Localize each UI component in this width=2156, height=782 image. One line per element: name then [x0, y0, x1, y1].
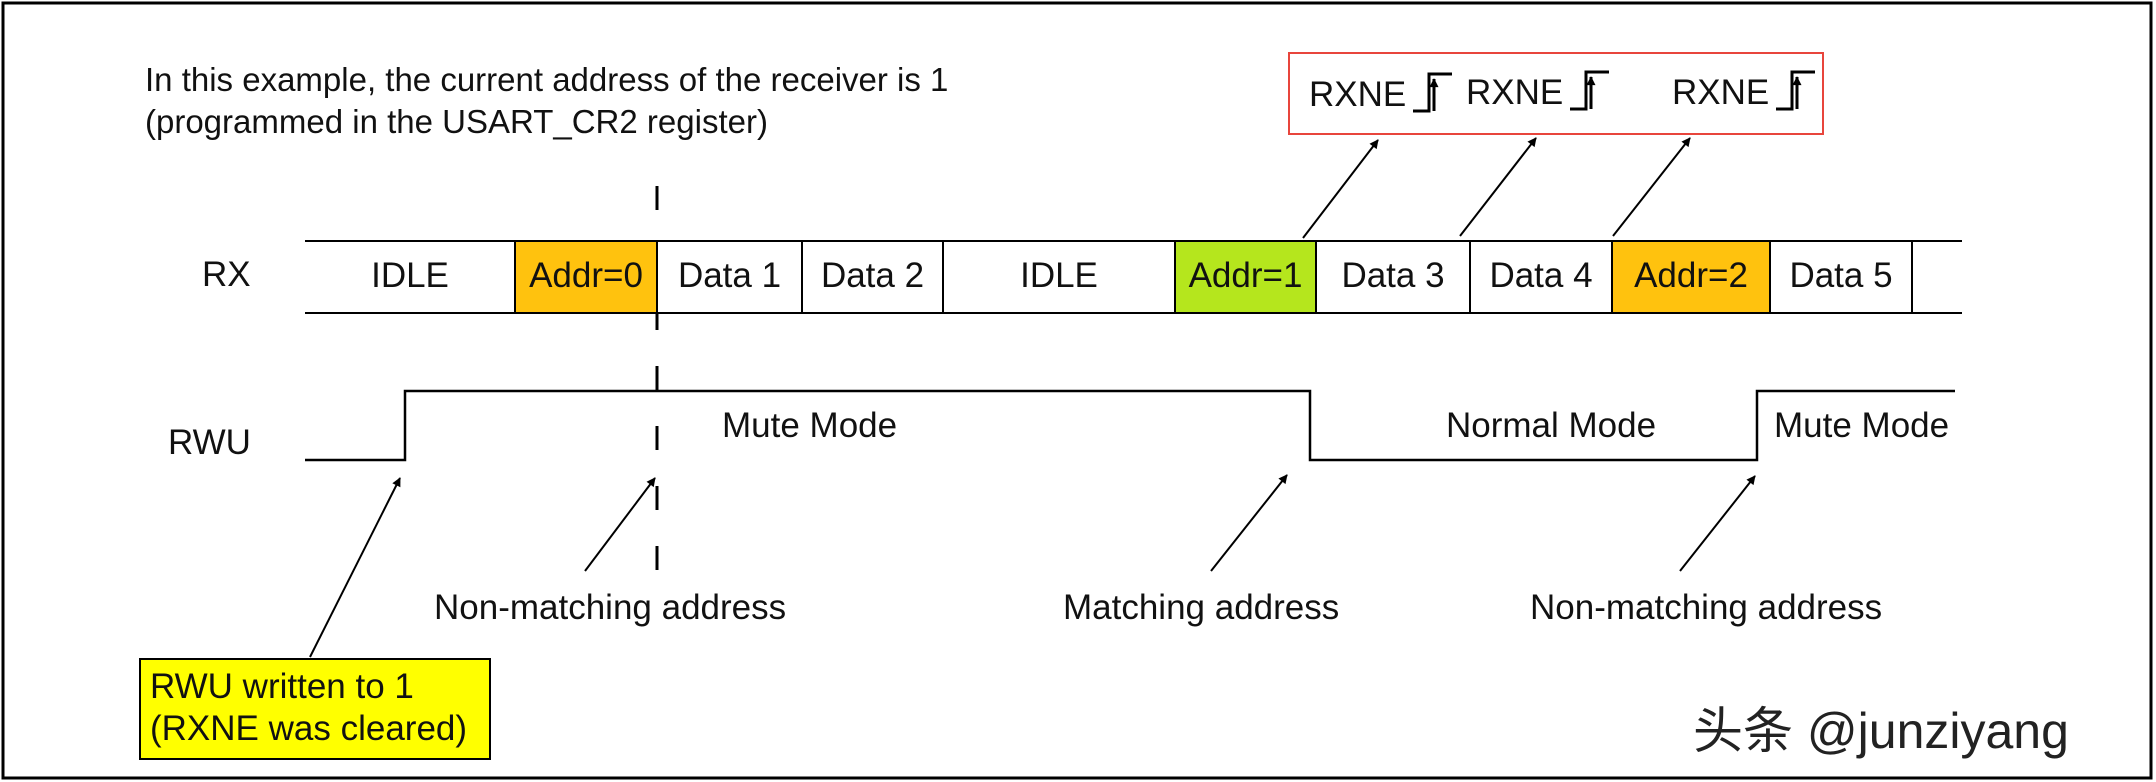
rwu-mode-mute-1: Mute Mode	[722, 406, 897, 445]
rx-cell-label-2: Addr=0	[529, 256, 643, 295]
rxne-edge-1	[1413, 72, 1452, 113]
rx-cell-5-idle	[943, 241, 1175, 313]
rwu-mode-mute-2: Mute Mode	[1774, 406, 1949, 445]
rwu-waveform	[305, 389, 1955, 462]
callout-arrow	[309, 477, 401, 658]
note-line-2: (programmed in the USART_CR2 register)	[145, 103, 768, 140]
rwu-callout-box	[139, 658, 491, 760]
matching-arrow	[1210, 474, 1288, 572]
rx-cell-label-10: Data 5	[1789, 256, 1892, 295]
non-matching-arrow-2	[1679, 475, 1756, 572]
rx-cell-8-data-4	[1470, 241, 1612, 313]
non-matching-arrow-1	[584, 477, 656, 572]
rxne-edge-3	[1776, 70, 1815, 111]
non-matching-address-label-1: Non-matching address	[434, 588, 786, 627]
non-matching-address-label-2: Non-matching address	[1530, 588, 1882, 627]
rxne-item-1: RXNE	[1309, 72, 1452, 114]
rx-cell-6-addr-1	[1175, 241, 1316, 313]
rx-cell-4-data-2	[802, 241, 943, 313]
rxne-item-3: RXNE	[1672, 70, 1815, 112]
rx-cell-label-9: Addr=2	[1634, 256, 1748, 295]
note-line-1: In this example, the current address of …	[145, 61, 948, 98]
rx-frames: IDLE Addr=0 Data 1 Data 2 IDLE Addr=1 Data 3 Da…	[305, 241, 1913, 313]
rxne-label-3: RXNE	[1672, 73, 1769, 112]
rxne-box	[1288, 52, 1824, 135]
rwu-mode-normal: Normal Mode	[1446, 406, 1656, 445]
rx-cell-label-5: IDLE	[1020, 256, 1098, 295]
rx-cell-label-3: Data 1	[678, 256, 781, 295]
rxne-arrow-1	[1302, 139, 1379, 239]
rx-cell-label-1: IDLE	[371, 256, 449, 295]
rx-cell-1-idle	[305, 241, 515, 313]
rx-label: RX	[202, 255, 251, 294]
rx-cell-label-8: Data 4	[1489, 256, 1592, 295]
rxne-item-2: RXNE	[1466, 70, 1609, 112]
rx-cell-2-addr-0	[515, 241, 657, 313]
matching-address-label: Matching address	[1063, 588, 1339, 627]
rx-cell-label-6: Addr=1	[1189, 256, 1303, 295]
rxne-arrow-2	[1459, 137, 1537, 237]
rxne-label-1: RXNE	[1309, 75, 1406, 114]
rx-cell-label-4: Data 2	[821, 256, 924, 295]
rxne-label-2: RXNE	[1466, 73, 1563, 112]
rx-cell-9-addr-2	[1612, 241, 1770, 313]
rx-cell-10-data-5	[1770, 241, 1912, 313]
watermark: 头条 @junziyang	[1693, 703, 2069, 759]
rwu-label: RWU	[168, 423, 251, 462]
callout-line-1: RWU written to 1	[150, 667, 414, 706]
rx-cell-3-data-1	[657, 241, 802, 313]
rxne-arrow-3	[1612, 137, 1691, 237]
callout-line-2: (RXNE was cleared)	[150, 709, 467, 748]
rx-cell-7-data-3	[1316, 241, 1470, 313]
rx-cell-label-7: Data 3	[1341, 256, 1444, 295]
rxne-edge-2	[1570, 70, 1609, 111]
